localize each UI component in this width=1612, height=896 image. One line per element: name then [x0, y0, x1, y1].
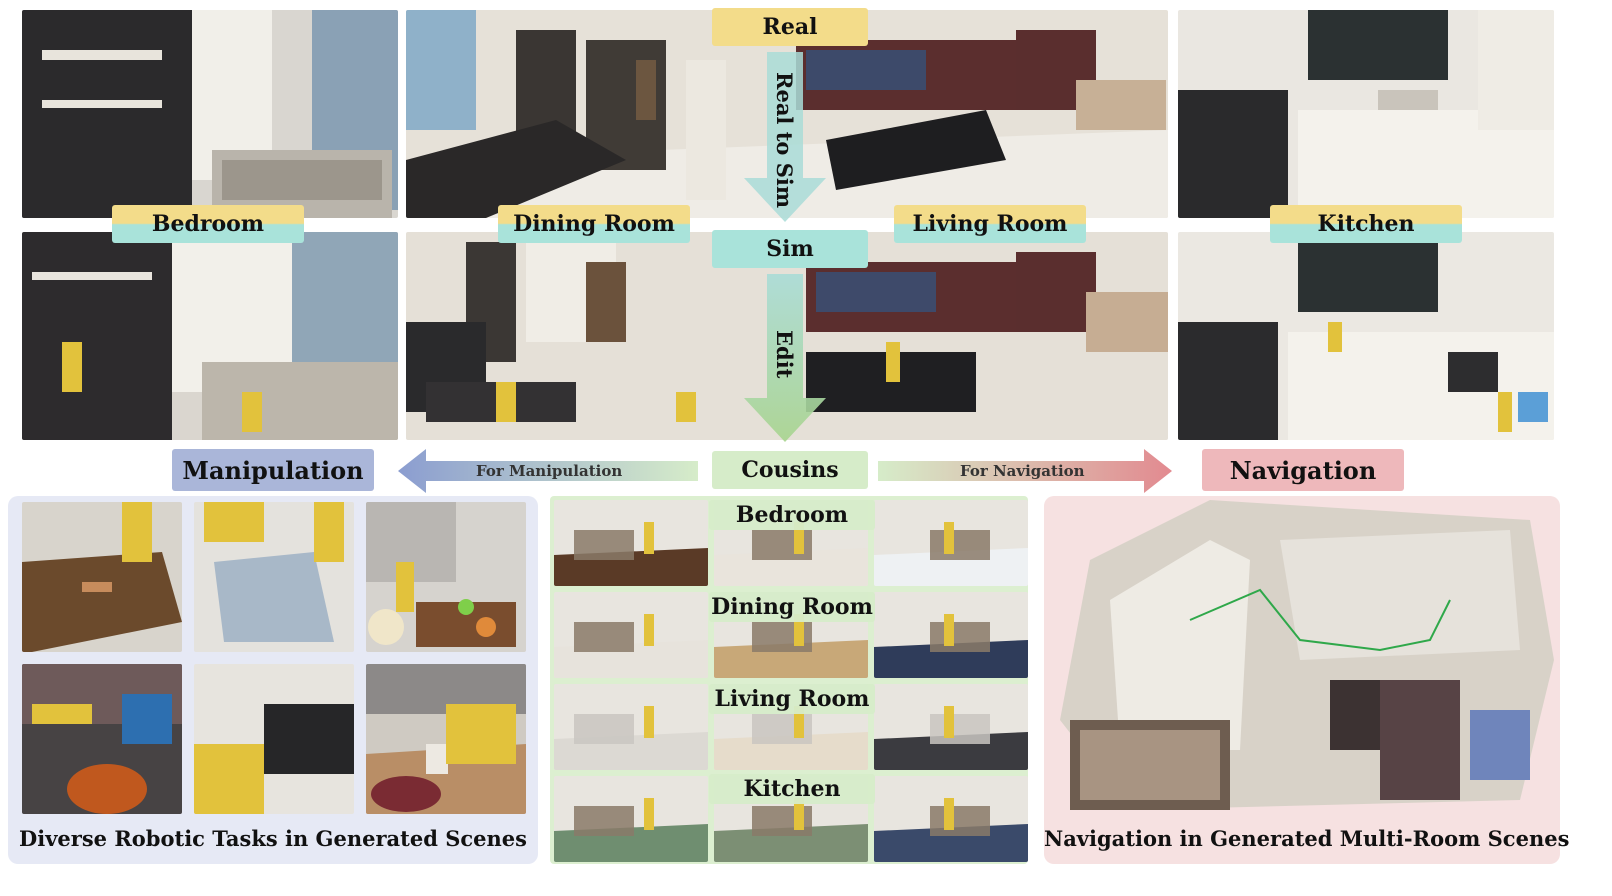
multi-room-scene-view [1050, 500, 1554, 816]
navigation-caption: Navigation in Generated Multi-Room Scene… [1044, 826, 1570, 851]
for-manipulation-text: For Manipulation [476, 462, 623, 480]
cousin-label-kitchen: Kitchen [709, 774, 875, 804]
real-bedroom-photo [22, 10, 398, 218]
edit-label: Edit [772, 330, 797, 379]
sim-label: Sim [712, 230, 868, 268]
manip-task-microwave [194, 664, 354, 814]
room-label-bedroom: Bedroom [112, 205, 304, 243]
cousin-bedroom-variant-1 [554, 500, 708, 586]
manip-task-pouring [22, 664, 182, 814]
cousin-kitchen-variant-1 [554, 776, 708, 862]
manipulation-label: Manipulation [172, 449, 374, 491]
real-to-sim-label: Real to Sim [772, 72, 797, 209]
room-label-kitchen: Kitchen [1270, 205, 1462, 243]
real-kitchen-photo [1178, 10, 1554, 218]
manip-task-folding-jeans [194, 502, 354, 652]
room-label-dining-room: Dining Room [498, 205, 690, 243]
sim-kitchen-photo [1178, 232, 1554, 440]
manip-task-food-board [366, 502, 526, 652]
for-manipulation-arrow [398, 449, 698, 493]
for-navigation-text: For Navigation [960, 462, 1085, 480]
manip-task-cutting-board [22, 502, 182, 652]
cousin-living-room-variant-1 [554, 684, 708, 770]
navigation-label: Navigation [1202, 449, 1404, 491]
manip-task-cup [366, 664, 526, 814]
cousin-kitchen-variant-3 [874, 776, 1028, 862]
cousin-dining-room-variant-3 [874, 592, 1028, 678]
cousin-dining-room-variant-1 [554, 592, 708, 678]
edit-arrow [744, 274, 826, 442]
cousin-label-bedroom: Bedroom [709, 500, 875, 530]
cousin-label-living-room: Living Room [709, 684, 875, 714]
cousin-label-dining-room: Dining Room [709, 592, 875, 622]
real-label: Real [712, 8, 868, 46]
sim-bedroom-photo [22, 232, 398, 440]
real-to-sim-arrow [744, 52, 826, 222]
manipulation-caption: Diverse Robotic Tasks in Generated Scene… [19, 826, 527, 851]
cousin-bedroom-variant-3 [874, 500, 1028, 586]
room-label-living-room: Living Room [894, 205, 1086, 243]
for-navigation-arrow [878, 449, 1172, 493]
cousins-label: Cousins [712, 451, 868, 489]
cousin-living-room-variant-3 [874, 684, 1028, 770]
